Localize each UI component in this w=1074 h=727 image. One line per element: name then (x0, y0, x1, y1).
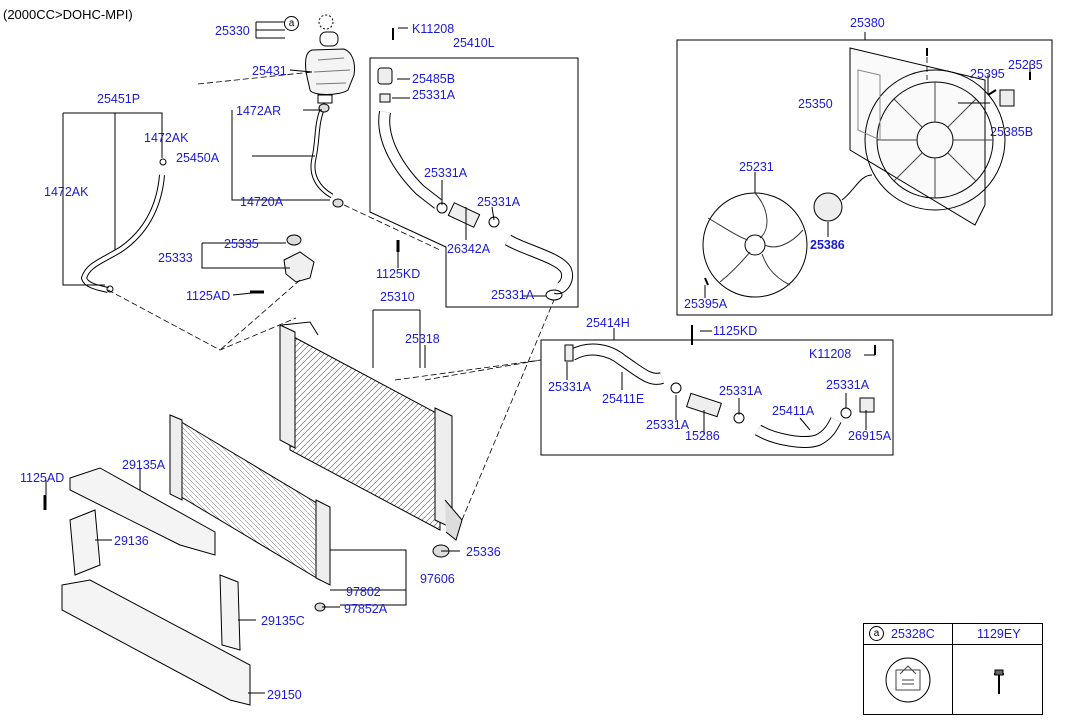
part-label-K11208-b[interactable]: K11208 (809, 347, 852, 361)
part-label-25331A-4[interactable]: 25331A (491, 288, 535, 302)
part-label-25331A-8[interactable]: 25331A (646, 418, 690, 432)
part-label-25235[interactable]: 25235 (1008, 58, 1043, 72)
part-label-25331A-6[interactable]: 25331A (719, 384, 763, 398)
part-label-25450A[interactable]: 25450A (176, 151, 220, 165)
part-label-25231[interactable]: 25231 (739, 160, 774, 174)
part-label-25411E[interactable]: 25411E (602, 392, 645, 406)
part-label-25331A-1[interactable]: 25331A (412, 88, 456, 102)
part-label-29150[interactable]: 29150 (267, 688, 302, 702)
legend-callout-a: a (869, 626, 884, 641)
callout-a-marker: a (284, 16, 299, 31)
air-guard-29136 (69, 509, 101, 576)
part-label-25414H[interactable]: 25414H (586, 316, 630, 330)
legend-part-25328C[interactable]: 25328C (891, 627, 935, 641)
part-label-25350[interactable]: 25350 (798, 97, 833, 111)
part-label-25431[interactable]: 25431 (252, 64, 287, 78)
part-label-K11208[interactable]: K11208 (412, 22, 455, 36)
part-label-1472AR[interactable]: 1472AR (236, 104, 282, 118)
part-label-1472AK[interactable]: 1472AK (144, 131, 189, 145)
engine-variant-title: (2000CC>DOHC-MPI) (3, 7, 133, 22)
air-guard-29135A (69, 467, 216, 556)
part-label-29135C[interactable]: 29135C (261, 614, 305, 628)
part-label-1125KD-b[interactable]: 1125KD (713, 324, 758, 338)
part-label-25411A[interactable]: 25411A (772, 404, 815, 418)
cap-label-icon (885, 657, 931, 703)
legend-divider-h (864, 644, 1042, 645)
part-label-1472AK-b[interactable]: 1472AK (44, 185, 89, 199)
part-label-1125AD[interactable]: 1125AD (186, 289, 231, 303)
part-label-25485B[interactable]: 25485B (412, 72, 456, 86)
part-label-25330[interactable]: 25330 (215, 24, 250, 38)
condenser (169, 414, 331, 586)
part-label-29136[interactable]: 29136 (114, 534, 149, 548)
part-label-29135A[interactable]: 29135A (122, 458, 166, 472)
legend-divider-v (952, 624, 953, 714)
part-label-25333[interactable]: 25333 (158, 251, 193, 265)
part-label-25386[interactable]: 25386 (810, 238, 845, 252)
part-label-25395[interactable]: 25395 (970, 67, 1005, 81)
part-label-25451P[interactable]: 25451P (97, 92, 141, 106)
part-label-25331A-5[interactable]: 25331A (548, 380, 592, 394)
part-label-25380[interactable]: 25380 (850, 16, 885, 30)
air-guard-29150 (61, 579, 251, 706)
part-label-25331A-2[interactable]: 25331A (424, 166, 468, 180)
fan-blade (702, 192, 808, 298)
legend-table: a 25328C 1129EY (863, 623, 1043, 715)
part-label-15286[interactable]: 15286 (685, 429, 720, 443)
part-label-25335[interactable]: 25335 (224, 237, 259, 251)
reservoir-tank (305, 14, 355, 104)
part-label-25395A[interactable]: 25395A (684, 297, 728, 311)
part-label-25385B[interactable]: 25385B (990, 125, 1034, 139)
legend-part-1129EY[interactable]: 1129EY (977, 627, 1021, 641)
legend-images (885, 657, 1004, 703)
box-25414H (540, 339, 894, 456)
part-label-25331A-3[interactable]: 25331A (477, 195, 521, 209)
part-label-97852A[interactable]: 97852A (344, 602, 388, 616)
part-label-97802[interactable]: 97802 (346, 585, 381, 599)
box-25410L (369, 57, 579, 308)
air-guard-29135C (219, 574, 241, 651)
screw-icon (994, 673, 1004, 694)
part-label-26915A[interactable]: 26915A (848, 429, 892, 443)
part-label-25318[interactable]: 25318 (405, 332, 440, 346)
part-label-1125KD[interactable]: 1125KD (376, 267, 421, 281)
part-label-25336[interactable]: 25336 (466, 545, 501, 559)
radiator (279, 321, 463, 541)
part-label-14720A[interactable]: 14720A (240, 195, 284, 209)
part-label-26342A[interactable]: 26342A (447, 242, 491, 256)
part-label-1125AD-b[interactable]: 1125AD (20, 471, 65, 485)
fan-shroud (849, 47, 1006, 226)
part-label-25331A-7[interactable]: 25331A (826, 378, 870, 392)
part-label-25310[interactable]: 25310 (380, 290, 415, 304)
part-label-25410L[interactable]: 25410L (453, 36, 495, 50)
part-label-97606[interactable]: 97606 (420, 572, 455, 586)
